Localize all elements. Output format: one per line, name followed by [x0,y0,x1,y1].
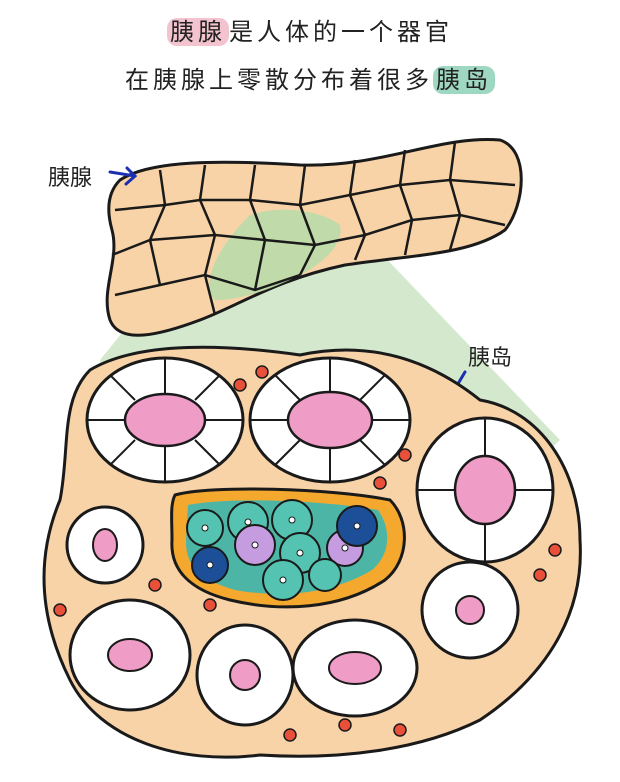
acinus [85,356,245,484]
beta-cell [308,558,342,592]
acinus [68,598,192,712]
islet-label: 胰岛 [468,346,513,371]
red-blood-cells [53,365,562,742]
acinus [420,560,520,660]
acinus [195,623,295,727]
acinus [65,505,145,585]
pancreas-label: 胰腺 [48,166,93,191]
pancreas-organ [105,137,523,337]
title-line-2-prefix: 在胰腺上零散分布着很多 [125,66,433,94]
acinus [291,618,419,718]
acinus [248,356,412,484]
acinus [415,416,555,564]
islet-of-langerhans [170,487,406,609]
title-line-1: 胰腺是人体的一个器官 [0,12,620,47]
pancreas-highlight: 胰腺 [167,18,229,46]
title-line-1-rest: 是人体的一个器官 [229,18,453,46]
islet-highlight: 胰岛 [433,66,495,94]
pancreas-arrow [108,166,138,186]
title-line-2: 在胰腺上零散分布着很多胰岛 [0,60,620,95]
